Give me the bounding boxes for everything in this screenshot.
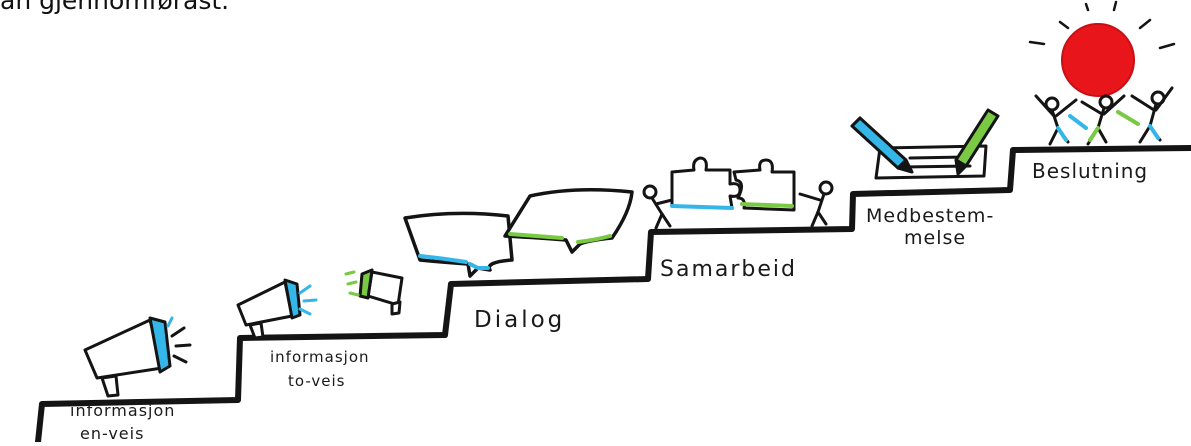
top-caption: an gjennomførast. <box>0 0 229 15</box>
step-label-informasjon-to-veis: informasjon to-veis <box>270 348 375 390</box>
pencils-paper-icon <box>852 110 998 178</box>
megaphone-pair-icon <box>238 270 402 338</box>
megaphone-icon <box>85 318 190 396</box>
sun <box>1062 24 1134 96</box>
puzzle-people-icon <box>644 158 832 228</box>
step-label-medbestemmelse: Medbestem- melse <box>866 205 1001 249</box>
step-label-samarbeid: Samarbeid <box>660 257 797 282</box>
step-label-dialog: Dialog <box>474 307 565 333</box>
step-label-informasjon-en-veis: informasjon en-veis <box>70 401 182 442</box>
celebrating-people-sun-icon <box>1030 2 1174 144</box>
celebrating-people <box>1036 88 1172 144</box>
speech-bubbles-icon <box>405 190 632 276</box>
step-label-beslutning: Beslutning <box>1032 159 1148 183</box>
